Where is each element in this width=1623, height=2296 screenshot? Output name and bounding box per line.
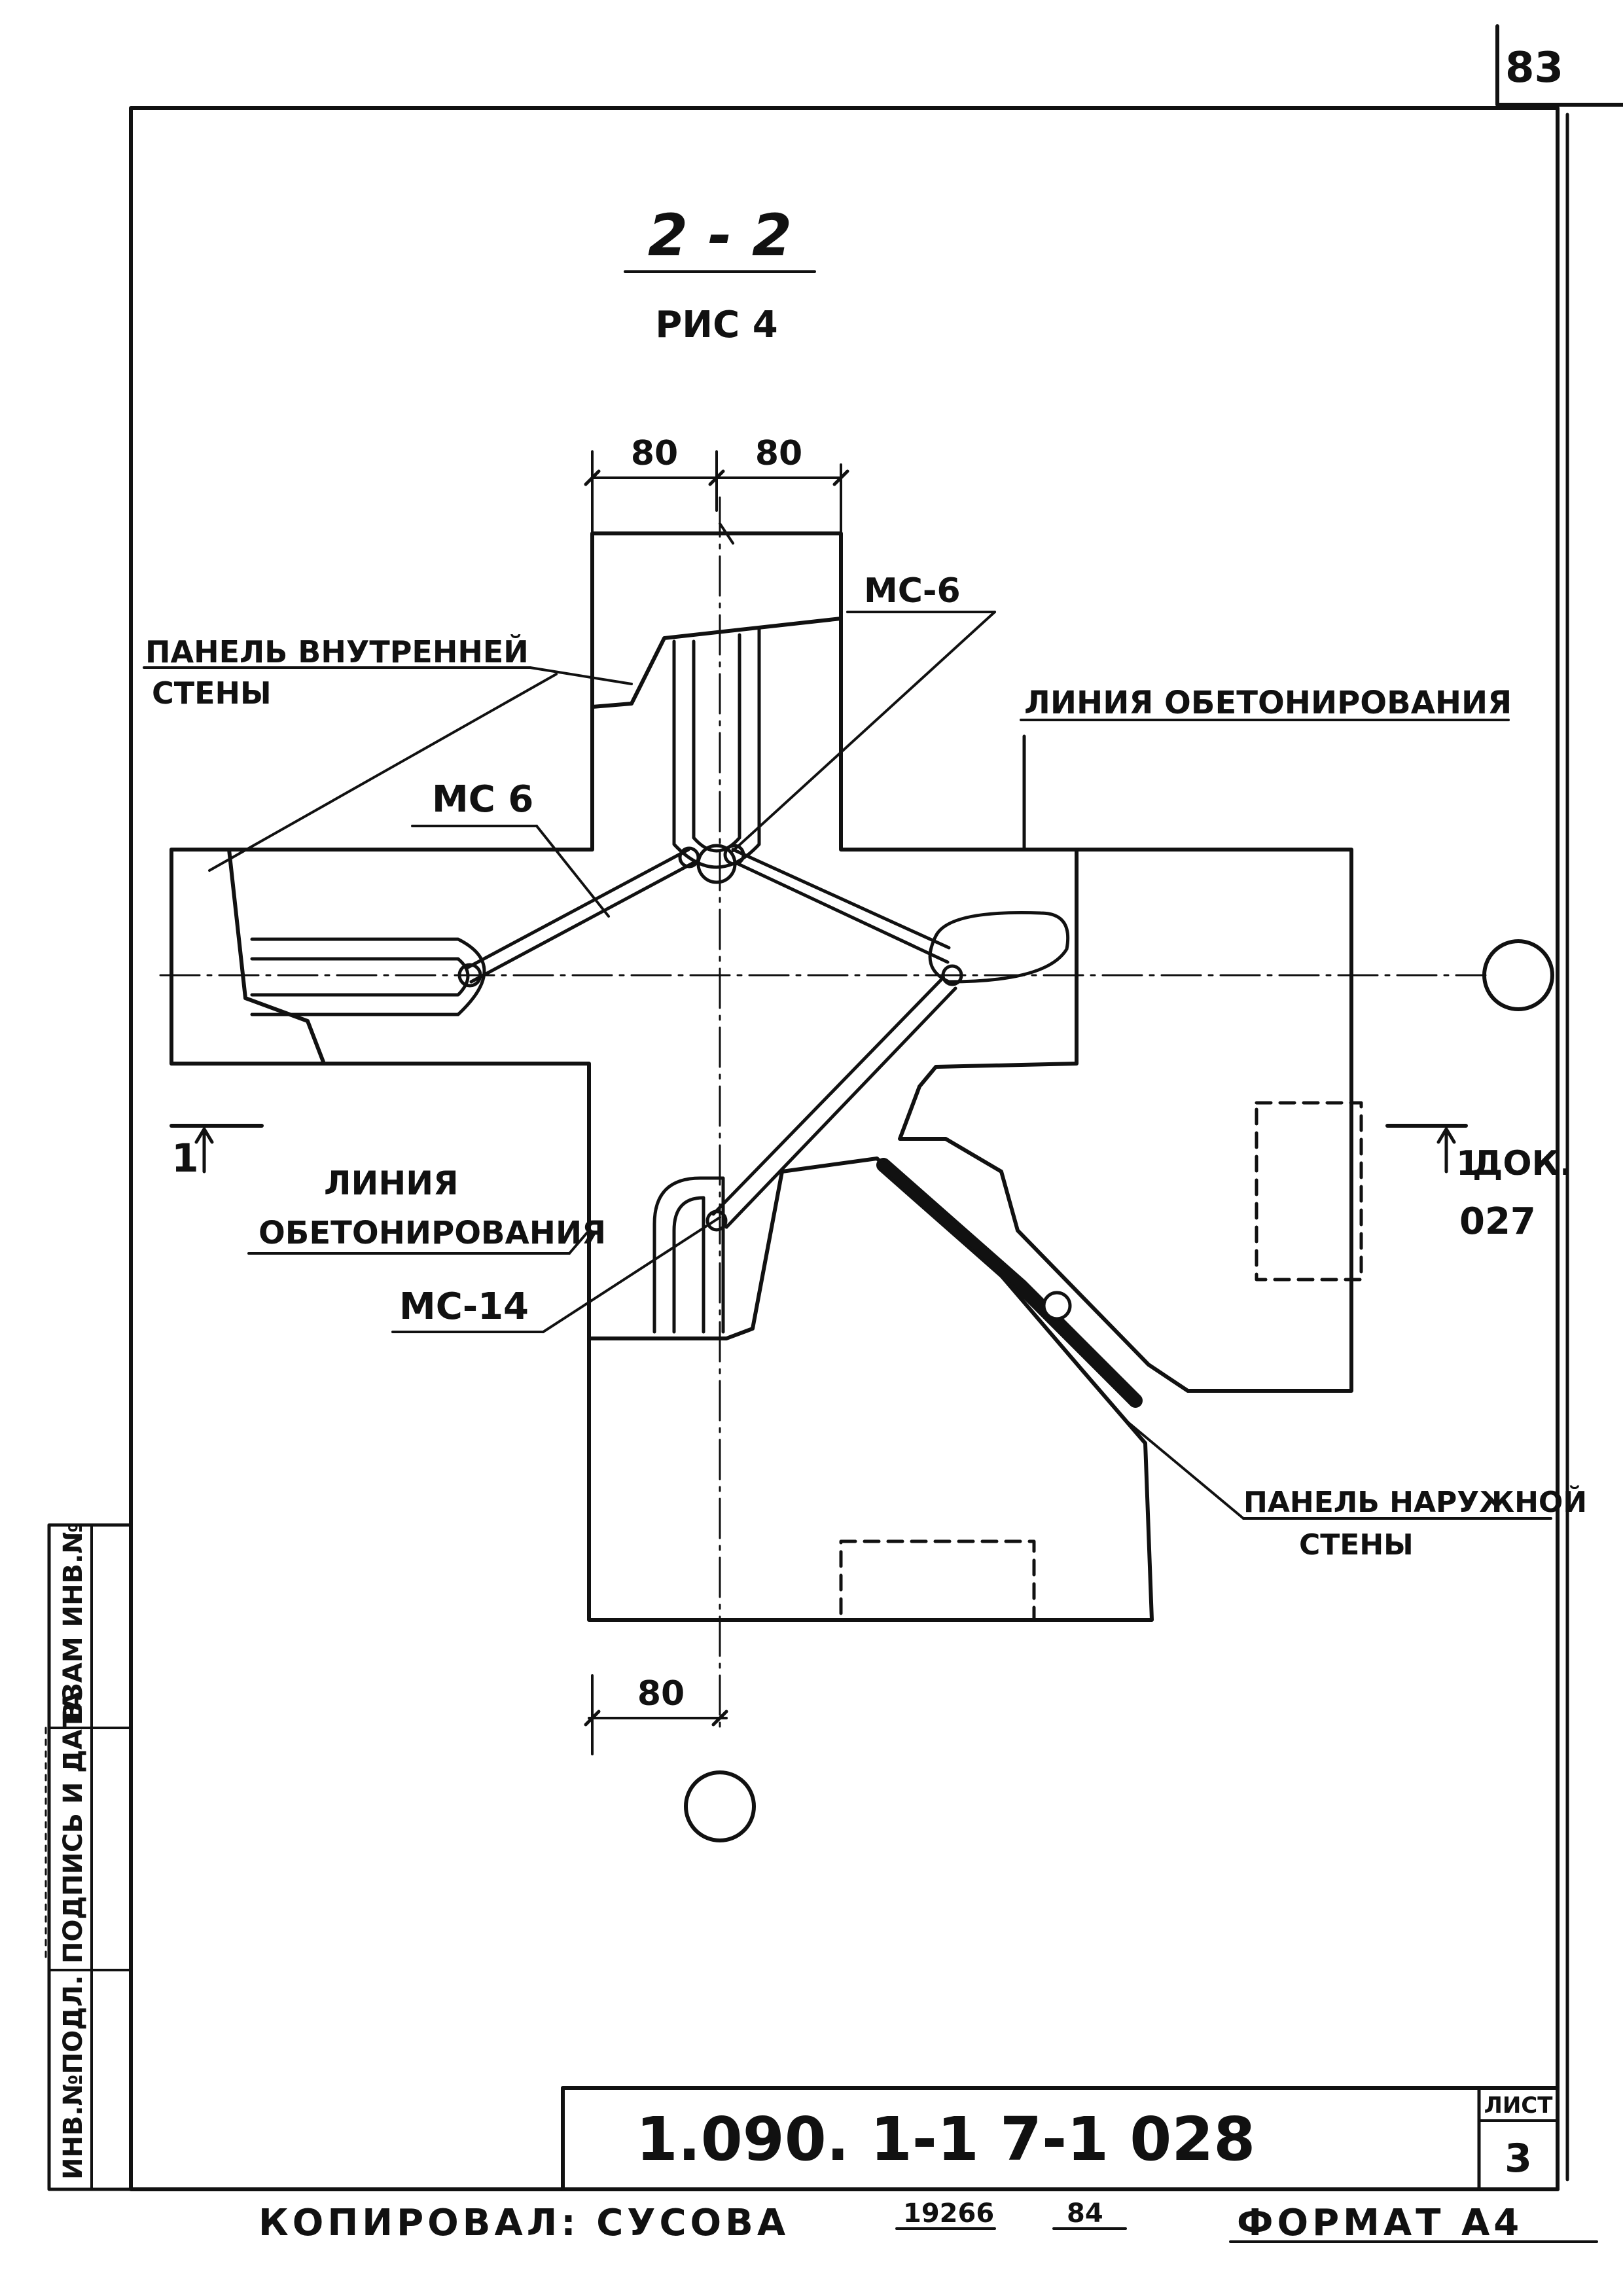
title-block <box>561 2086 1560 2191</box>
axis-marker-bottom <box>684 1770 756 1842</box>
sheet-number: 3 <box>1505 2136 1532 2181</box>
sheet-label: ЛИСТ <box>1484 2092 1554 2119</box>
inner-wall-panel-top <box>590 531 843 709</box>
section-mark-left: 1 <box>171 1136 199 1181</box>
reinforcement <box>250 626 1070 1334</box>
doc-ref-2: 027 <box>1459 1200 1536 1243</box>
label-mc6-top: МС-6 <box>864 571 961 611</box>
section-title: 2 - 2 <box>648 202 792 269</box>
drawing-labels: 83 2 - 2 РИС 4 80 80 80 ПАНЕЛЬ ВНУТРЕННЕ… <box>58 44 1587 2244</box>
stamp-field-replaced-inv: ВЗАМ ИНВ.№ <box>58 1522 88 1721</box>
sheet-serial-number: 19266 <box>903 2198 994 2229</box>
label-outer-wall-1: ПАНЕЛЬ НАРУЖНОЙ <box>1243 1484 1587 1519</box>
document-code: 1.090. 1-1 7-1 028 <box>636 2104 1256 2174</box>
label-mc6-mid: МС 6 <box>432 778 533 821</box>
side-stamp <box>45 1523 133 2191</box>
sheet-year: 84 <box>1067 2198 1103 2229</box>
dimensions <box>584 450 849 1755</box>
label-mc14: МС-14 <box>399 1285 529 1328</box>
inner-wall-panel-left <box>169 848 326 1066</box>
dimension-80-bottom: 80 <box>637 1674 685 1713</box>
leaders <box>143 270 1552 1520</box>
dimension-80-right: 80 <box>755 434 802 473</box>
doc-ref-1: ДОК. <box>1472 1144 1573 1183</box>
label-concreting-left-1: ЛИНИЯ <box>324 1164 459 1202</box>
label-outer-wall-2: СТЕНЫ <box>1299 1528 1414 1562</box>
label-concreting-top: ЛИНИЯ ОБЕТОНИРОВАНИЯ <box>1024 685 1512 721</box>
outer-wall-panel-right <box>898 848 1353 1393</box>
stamp-field-inv-original: ИНВ.№ПОДЛ. <box>58 1975 88 2179</box>
section-mark-right: 1 <box>1456 1144 1480 1183</box>
copied-by: КОПИРОВАЛ: СУСОВА <box>259 2202 789 2244</box>
page-number: 83 <box>1505 44 1563 92</box>
figure-ref: РИС 4 <box>655 304 777 346</box>
label-inner-wall-2: СТЕНЫ <box>152 675 272 711</box>
label-inner-wall-1: ПАНЕЛЬ ВНУТРЕННЕЙ <box>145 634 529 670</box>
dimension-80-left: 80 <box>631 434 678 473</box>
label-concreting-left-2: ОБЕТОНИРОВАНИЯ <box>259 1215 606 1251</box>
stamp-field-signature-date: ПОДПИСЬ И ДАТА <box>58 1691 88 1964</box>
axes <box>159 496 1554 1842</box>
bottom-underlines <box>895 2227 1598 2243</box>
axis-marker-right <box>1482 939 1554 1011</box>
format-label: ФОРМАТ А4 <box>1237 2202 1523 2244</box>
sheet-frame <box>129 24 1623 2191</box>
